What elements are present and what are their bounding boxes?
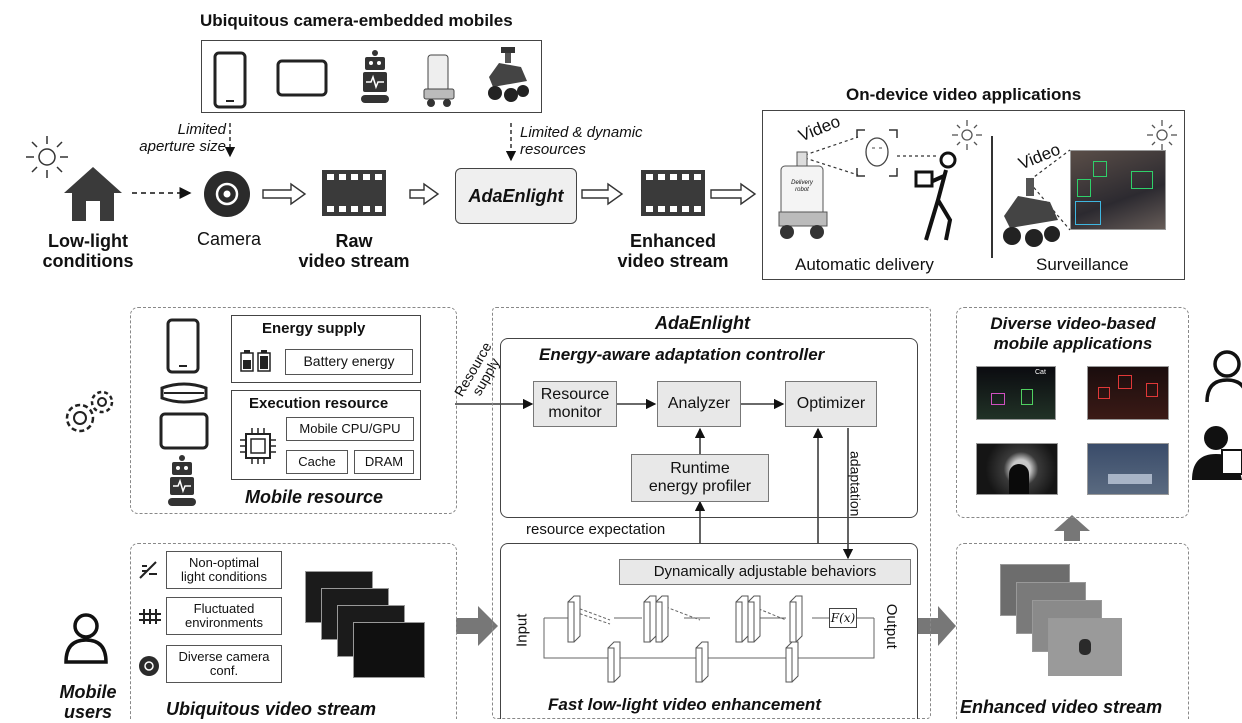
robot-icon	[361, 50, 389, 103]
developer-icon	[1192, 426, 1242, 480]
fluctuated-text: Fluctuated environments	[184, 600, 264, 630]
cache-box: Cache	[286, 450, 348, 474]
delivery-robot-text: Delivery robot	[791, 180, 813, 193]
no-light-icon	[139, 561, 157, 579]
cpu-gpu-box: Mobile CPU/GPU	[286, 417, 414, 441]
film-strip-icon	[322, 170, 386, 216]
analyzer-box: Analyzer	[657, 381, 741, 427]
surveillance-frame	[1070, 150, 1166, 230]
auto-delivery-label: Automatic delivery	[795, 255, 934, 274]
limited-resources-note: Limited & dynamic resources	[520, 124, 643, 158]
battery-icon	[240, 350, 271, 372]
adaenlight-title: AdaEnlight	[655, 313, 750, 333]
output-arrow	[918, 606, 956, 646]
diverse-apps-title: Diverse video-based mobile applications	[990, 314, 1156, 354]
diverse-camera-box: Diverse camera conf.	[166, 645, 282, 683]
sun-icon	[26, 136, 68, 178]
mobile-resource-title: Mobile resource	[245, 487, 384, 507]
up-arrow	[1054, 515, 1090, 541]
house-icon	[64, 167, 122, 221]
adaenlight-block: AdaEnlight	[455, 168, 577, 224]
video-stream-panel	[130, 543, 457, 719]
bridge-icon	[139, 609, 161, 624]
mobile-resource-panel	[130, 307, 457, 514]
delivery-robot-icon	[778, 151, 828, 239]
chip-icon	[240, 428, 276, 464]
low-light-label: Low-light conditions	[42, 231, 134, 271]
mobile-users-label: Mobile users	[59, 682, 117, 722]
diverse-camera-text: Diverse camera conf.	[178, 648, 270, 678]
output-label: Output	[882, 603, 900, 649]
delivery-robot-icon	[423, 54, 455, 107]
camera-label: Camera	[197, 229, 262, 249]
limited-aperture-note: Limited aperture size	[139, 121, 226, 155]
apps-panel	[956, 307, 1189, 518]
enhancement-title: Fast low-light video enhancement	[548, 695, 821, 714]
sun-icon	[952, 120, 982, 150]
input-label: Input	[513, 613, 531, 647]
app-frame	[976, 443, 1058, 495]
camera-icon	[139, 656, 159, 676]
enhanced-stream-label: Enhanced video stream	[617, 231, 729, 271]
fx-box: F(x)	[829, 608, 857, 628]
surveillance-label: Surveillance	[1036, 255, 1129, 274]
enhancement-box	[500, 543, 918, 719]
enhanced-stream-title: Enhanced video stream	[960, 697, 1163, 717]
enhanced-frame	[1048, 618, 1122, 676]
pipeline-arrows	[262, 182, 757, 206]
resource-expectation-label: resource expectation	[526, 521, 666, 538]
network-diagram	[543, 606, 875, 659]
cat-tag: Cat	[1035, 369, 1046, 376]
mobiles-box	[201, 40, 542, 113]
user-icon	[64, 613, 108, 664]
phone-icon	[166, 318, 200, 374]
tablet-icon	[276, 59, 328, 97]
dram-box: DRAM	[354, 450, 414, 474]
energy-profiler-box: Runtime energy profiler	[631, 454, 769, 502]
execution-resource-title: Execution resource	[249, 395, 389, 412]
dynamic-behaviors-box: Dynamically adjustable behaviors	[619, 559, 911, 585]
controller-box	[500, 338, 918, 518]
camera-icon	[204, 171, 250, 217]
app-frame	[1087, 443, 1169, 495]
app-frame	[1087, 366, 1169, 420]
rover-icon	[1003, 178, 1060, 247]
tablet-icon	[159, 412, 209, 450]
gears-icon	[65, 390, 114, 433]
person-icon	[914, 151, 957, 241]
face-scan-icon	[856, 129, 898, 177]
user-icon	[1205, 350, 1242, 403]
non-optimal-text: Non-optimal light conditions	[181, 554, 267, 584]
apps-title: On-device video applications	[846, 85, 1082, 104]
app-frame: Cat	[976, 366, 1056, 420]
energy-supply-title: Energy supply	[262, 320, 366, 337]
sun-icon	[1147, 120, 1177, 150]
film-strip-icon	[641, 170, 705, 216]
battery-energy-box: Battery energy	[285, 349, 413, 375]
rover-icon	[488, 47, 529, 102]
enhanced-stream-panel	[956, 543, 1189, 719]
mobiles-title: Ubiquitous camera-embedded mobiles	[200, 11, 513, 30]
video-frame	[353, 622, 425, 678]
video-stream-title: Ubiquitous video stream	[166, 699, 377, 719]
vr-headset-icon	[160, 382, 208, 404]
raw-stream-label: Raw video stream	[298, 231, 410, 271]
adaptation-label: adaptation	[847, 450, 864, 517]
apps-box	[762, 110, 1185, 280]
layer-blocks	[567, 595, 803, 683]
phone-icon	[213, 51, 247, 109]
resource-monitor-box: Resource monitor	[533, 381, 617, 427]
robot-icon	[168, 455, 196, 506]
controller-title: Energy-aware adaptation controller	[539, 345, 825, 364]
fluctuated-box: Fluctuated environments	[166, 597, 282, 635]
optimizer-box: Optimizer	[785, 381, 877, 427]
non-optimal-box: Non-optimal light conditions	[166, 551, 282, 589]
input-arrow	[456, 606, 498, 646]
